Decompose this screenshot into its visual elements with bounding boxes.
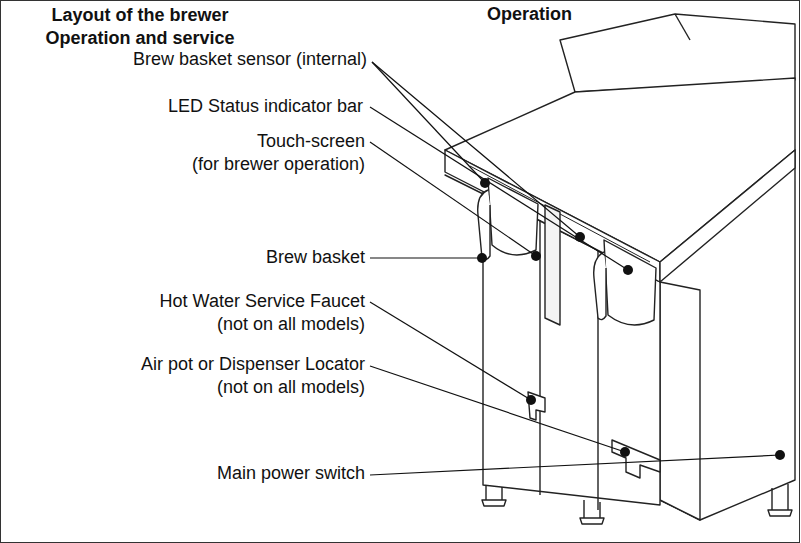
dot [531, 251, 541, 261]
foot [768, 484, 792, 516]
section-heading: Operation [487, 3, 572, 26]
leader-line [370, 142, 536, 256]
foot [482, 485, 506, 506]
leader-line [370, 257, 482, 258]
brew-basket [488, 178, 538, 255]
hood-top [445, 78, 795, 262]
leader-lines [370, 62, 780, 475]
dispenser-locator [612, 440, 660, 478]
leader-line [370, 366, 625, 452]
dot [775, 450, 785, 460]
callout-dots [477, 178, 785, 460]
part-label: Touch-screen (for brewer operation) [192, 130, 365, 176]
edge [675, 14, 690, 40]
dot [620, 447, 630, 457]
part-label: LED Status indicator bar [168, 95, 363, 118]
leader-line [370, 455, 780, 475]
column-line [539, 220, 540, 495]
brewer-body [445, 14, 795, 524]
title: Layout of the brewer Operation and servi… [15, 4, 265, 50]
brew-basket [604, 240, 656, 325]
basket-handle [478, 190, 490, 260]
leader-line [370, 302, 531, 400]
part-label: Hot Water Service Faucet (not on all mod… [160, 290, 365, 336]
part-label: Brew basket [266, 246, 365, 269]
dot [526, 395, 536, 405]
dot [480, 178, 490, 188]
part-label: Air pot or Dispenser Locator (not on all… [141, 353, 365, 399]
leader-line [372, 62, 580, 237]
leader-line [370, 107, 628, 270]
foot [580, 500, 604, 524]
basket-handle [594, 252, 606, 320]
part-label: Main power switch [217, 462, 365, 485]
leader-line [372, 62, 485, 183]
dot [477, 253, 487, 263]
dot [575, 232, 585, 242]
dot [623, 265, 633, 275]
hood-side [660, 150, 795, 282]
part-label: Brew basket sensor (internal) [133, 48, 367, 71]
